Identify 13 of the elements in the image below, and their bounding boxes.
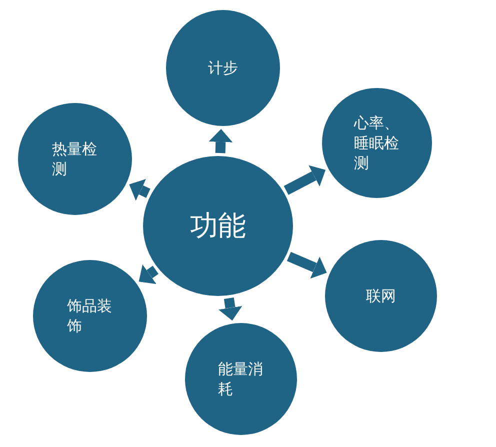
- node-label: 功能: [190, 208, 246, 244]
- node-label: 饰品装饰: [66, 296, 113, 336]
- arrow: [138, 264, 159, 284]
- node-label: 联网: [366, 286, 396, 306]
- arrow: [286, 252, 327, 279]
- node-label: 心率、睡眠检测: [354, 112, 400, 174]
- arrow: [284, 165, 326, 195]
- arrow: [208, 128, 233, 154]
- node-label: 热量检测: [52, 138, 98, 180]
- arrow: [129, 179, 150, 201]
- node-label: 能量消耗: [218, 358, 264, 400]
- node-label: 计步: [208, 58, 238, 78]
- arrow: [218, 298, 242, 321]
